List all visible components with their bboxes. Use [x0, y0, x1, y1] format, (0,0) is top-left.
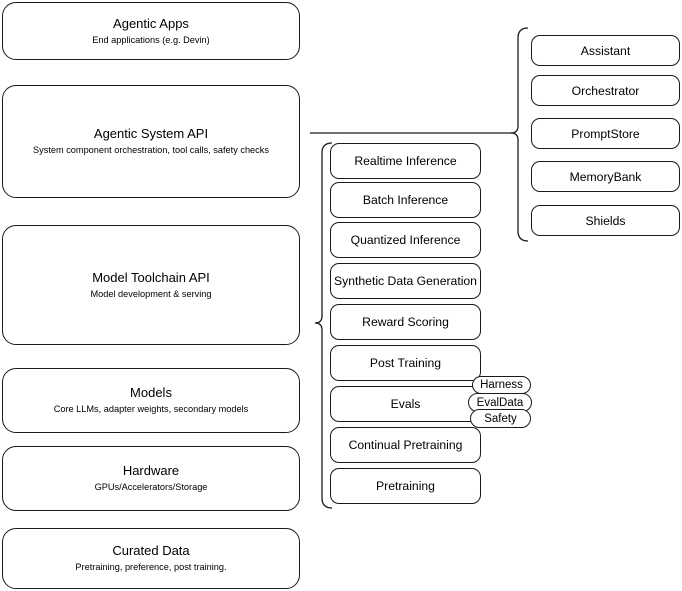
layer-subtitle: End applications (e.g. Devin) — [92, 34, 210, 45]
layer-title: Agentic System API — [93, 126, 209, 141]
layer-title: Curated Data — [112, 543, 190, 558]
component-shields[interactable]: Shields — [531, 205, 680, 236]
evals-subcomponent-harness[interactable]: Harness — [472, 376, 531, 394]
layer-title: Hardware — [122, 463, 180, 478]
capability-post-training[interactable]: Post Training — [330, 345, 481, 381]
layer-subtitle: GPUs/Accelerators/Storage — [94, 482, 208, 492]
component-orchestrator[interactable]: Orchestrator — [531, 75, 680, 106]
component-memorybank[interactable]: MemoryBank — [531, 161, 680, 192]
capability-quantized-inference[interactable]: Quantized Inference — [330, 222, 481, 258]
layer-title: Model Toolchain API — [92, 269, 210, 285]
layer-subtitle: Core LLMs, adapter weights, secondary mo… — [53, 404, 249, 414]
layer-agentic-apps[interactable]: Agentic Apps End applications (e.g. Devi… — [2, 2, 300, 60]
layer-subtitle: System component orchestration, tool cal… — [33, 145, 269, 155]
layer-models[interactable]: Models Core LLMs, adapter weights, secon… — [2, 368, 300, 433]
capability-pretraining[interactable]: Pretraining — [330, 468, 481, 504]
layer-title: Models — [130, 385, 172, 400]
capability-synthetic-data-generation[interactable]: Synthetic Data Generation — [330, 263, 481, 299]
layer-title: Agentic Apps — [113, 15, 189, 31]
capability-evals[interactable]: Evals — [330, 386, 481, 422]
component-promptstore[interactable]: PromptStore — [531, 118, 680, 149]
layer-hardware[interactable]: Hardware GPUs/Accelerators/Storage — [2, 446, 300, 511]
layer-subtitle: Pretraining, preference, post training. — [75, 562, 227, 572]
layer-model-toolchain-api[interactable]: Model Toolchain API Model development & … — [2, 225, 300, 345]
layer-agentic-system-api[interactable]: Agentic System API System component orch… — [2, 85, 300, 198]
capability-realtime-inference[interactable]: Realtime Inference — [330, 143, 481, 179]
capability-reward-scoring[interactable]: Reward Scoring — [330, 304, 481, 340]
evals-subcomponent-safety[interactable]: Safety — [470, 409, 531, 428]
agentic-components-bracket — [510, 27, 529, 242]
layer-curated-data[interactable]: Curated Data Pretraining, preference, po… — [2, 528, 300, 589]
layer-subtitle: Model development & serving — [90, 288, 212, 299]
capability-batch-inference[interactable]: Batch Inference — [330, 182, 481, 218]
capability-continual-pretraining[interactable]: Continual Pretraining — [330, 427, 481, 463]
component-assistant[interactable]: Assistant — [531, 35, 680, 66]
